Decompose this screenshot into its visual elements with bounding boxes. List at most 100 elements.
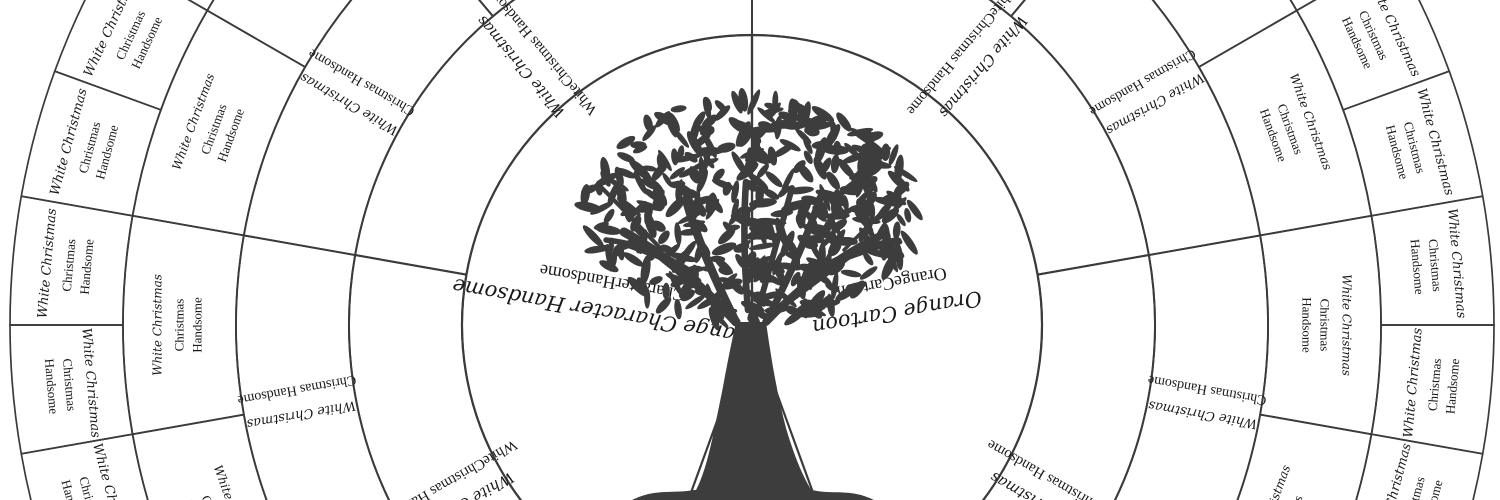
tree-leaf: [712, 168, 725, 182]
fan-sector-g4-5[interactable]: [206, 0, 420, 68]
tree-leaf: [772, 143, 794, 158]
tree-leaf: [670, 180, 686, 189]
tree-leaf: [892, 221, 901, 240]
sector-serif-label: Christmas: [59, 238, 79, 292]
tree-leaf: [764, 305, 789, 314]
tree-leaf: [721, 308, 738, 316]
tree-leaf: [833, 140, 842, 156]
tree-leaf: [762, 188, 780, 200]
tree-leaf: [636, 200, 663, 212]
sector-script-label: White Christmas: [35, 207, 60, 318]
sector-script-label: White Christmas: [211, 463, 259, 500]
tree-leaf: [787, 110, 812, 129]
tree-leaf: [703, 153, 715, 169]
tree-leaf: [660, 244, 675, 255]
tree-canopy: [574, 88, 923, 331]
tree-leaf: [662, 172, 673, 188]
fan-sector-g5-26[interactable]: [1343, 433, 1484, 500]
tree-leaf: [785, 305, 800, 316]
tree-leaf: [808, 114, 829, 126]
tree-leaf: [765, 171, 783, 188]
tree-leaf: [788, 240, 801, 268]
fan-sector-g3-1[interactable]: [235, 234, 403, 500]
tree-leaf: [862, 202, 871, 219]
tree-leaf: [638, 229, 648, 254]
tree-roots: [632, 490, 874, 500]
tree-leaf: [718, 266, 733, 276]
tree-leaf: [825, 236, 856, 246]
tree-leaf: [768, 220, 776, 245]
tree-leaf: [605, 244, 614, 270]
tree-leaf: [751, 296, 776, 307]
tree-leaf: [758, 291, 784, 301]
tree-leaf: [705, 198, 720, 220]
tree-leaf: [699, 126, 715, 137]
tree-leaf: [670, 277, 687, 288]
tree-leaf: [694, 240, 705, 263]
tree-leaf: [757, 107, 776, 124]
tree-icon: [574, 88, 923, 500]
tree-leaf: [900, 230, 918, 255]
tree-leaf: [690, 195, 715, 206]
fan-sector-g3-2[interactable]: [242, 0, 494, 256]
tree-leaf: [721, 278, 743, 290]
tree-leaf: [658, 230, 670, 245]
sector-script-label: White Christmas: [151, 274, 165, 376]
tree-leaf: [831, 219, 848, 232]
tree-leaf: [662, 282, 670, 300]
tree-leaf: [669, 166, 686, 180]
tree-leaf: [628, 159, 652, 181]
sector-serif-label: Handsome: [1408, 238, 1428, 295]
tree-leaf: [673, 128, 690, 148]
fan-sector-g4-13[interactable]: [1199, 413, 1373, 500]
tree-leaf: [705, 283, 713, 305]
tree-leaf: [896, 213, 906, 227]
tree-leaf: [581, 184, 599, 195]
tree-leaf: [682, 188, 698, 199]
tree-leaf: [658, 149, 672, 172]
tree-leaf: [748, 242, 778, 250]
tree-leaf: [668, 112, 680, 133]
tree-leaf: [595, 224, 622, 235]
tree-leaf: [906, 199, 923, 221]
tree-trunk: [690, 322, 818, 500]
tree-leaf: [603, 208, 615, 224]
tree-leaf: [627, 276, 650, 298]
tree-leaf: [797, 278, 817, 294]
sector-serif-label: Christmas: [1318, 299, 1333, 352]
tree-leaf: [800, 235, 827, 244]
tree-leaf: [640, 255, 651, 285]
fan-sector-g3-3[interactable]: [420, 0, 752, 18]
tree-leaf: [836, 112, 852, 132]
tree-leaf: [797, 234, 812, 247]
fan-sector-g3-6[interactable]: [1101, 234, 1269, 500]
tree-leaf: [743, 206, 751, 224]
fan-sector-g3-4[interactable]: [752, 0, 1084, 18]
fan-sector-g3-5[interactable]: [1010, 0, 1262, 256]
tree-leaf: [856, 187, 874, 204]
tree-leaf: [751, 126, 779, 133]
tree-leaf: [844, 142, 861, 159]
tree-leaf: [777, 185, 790, 198]
tree-leaf: [833, 189, 845, 207]
tree-leaf: [652, 187, 668, 207]
tree-leaf: [863, 252, 874, 266]
tree-leaf: [642, 165, 658, 172]
tree-leaf: [574, 201, 602, 213]
tree-leaf: [894, 154, 904, 184]
tree-leaf: [735, 121, 751, 147]
tree-leaf: [711, 178, 735, 190]
tree-leaf: [859, 266, 878, 280]
tree-leaf: [798, 164, 814, 183]
tree-leaf: [686, 131, 704, 157]
tree-leaf: [852, 216, 881, 225]
tree-leaf: [784, 308, 806, 326]
